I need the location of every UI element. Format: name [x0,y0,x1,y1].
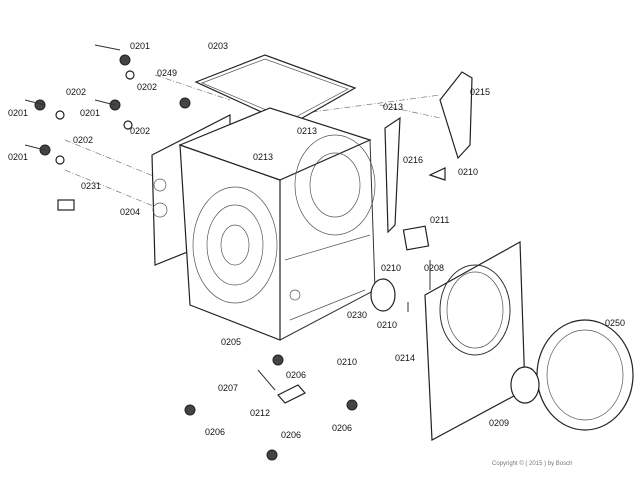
part-number-label: 0249 [157,68,177,78]
part-number-label: 0211 [430,215,449,225]
part-number-label: 0214 [395,353,415,363]
part-number-label: 0250 [605,318,625,328]
part-number-label: 0205 [221,337,241,347]
part-number-label: 0206 [286,370,306,380]
part-number-label: 0213 [253,152,273,162]
part-number-label: 0201 [130,41,150,51]
part-number-label: 0210 [458,167,478,177]
top-cover [194,54,357,126]
part-number-label: 0216 [403,155,423,165]
front-panel [424,240,526,441]
part-number-label: 0201 [8,108,28,118]
part-number-label: 0213 [297,126,317,136]
part-number-label: 0202 [66,87,86,97]
part-number-label: 0231 [81,181,101,191]
part-number-label: 0208 [424,263,444,273]
small-parts [24,44,446,461]
part-number-label: 0206 [281,430,301,440]
door [536,319,634,431]
part-number-label: 0202 [73,135,93,145]
seal-ring [370,278,396,312]
part-number-label: 0206 [205,427,225,437]
support-rod [384,116,401,234]
part-number-label: 0207 [218,383,238,393]
control-module [402,225,430,251]
copyright-text: Copyright © ( 2015 ) by Bosch [492,461,573,467]
part-number-label: 0209 [489,418,509,428]
part-number-label: 0201 [8,152,28,162]
door-hinge [510,366,540,404]
part-number-label: 0201 [80,108,100,118]
cabinet [178,107,376,341]
part-number-label: 0204 [120,207,140,217]
part-number-label: 0206 [332,423,352,433]
part-number-label: 0203 [208,41,228,51]
part-number-label: 0210 [381,263,401,273]
part-number-label: 0213 [383,102,403,112]
part-number-label: 0212 [250,408,270,418]
part-number-label: 0230 [347,310,367,320]
part-number-label: 0210 [337,357,357,367]
part-number-label: 0215 [470,87,490,97]
part-number-label: 0210 [377,320,397,330]
part-number-label: 0202 [137,82,157,92]
rail-bracket [439,71,473,160]
part-number-label: 0202 [130,126,150,136]
